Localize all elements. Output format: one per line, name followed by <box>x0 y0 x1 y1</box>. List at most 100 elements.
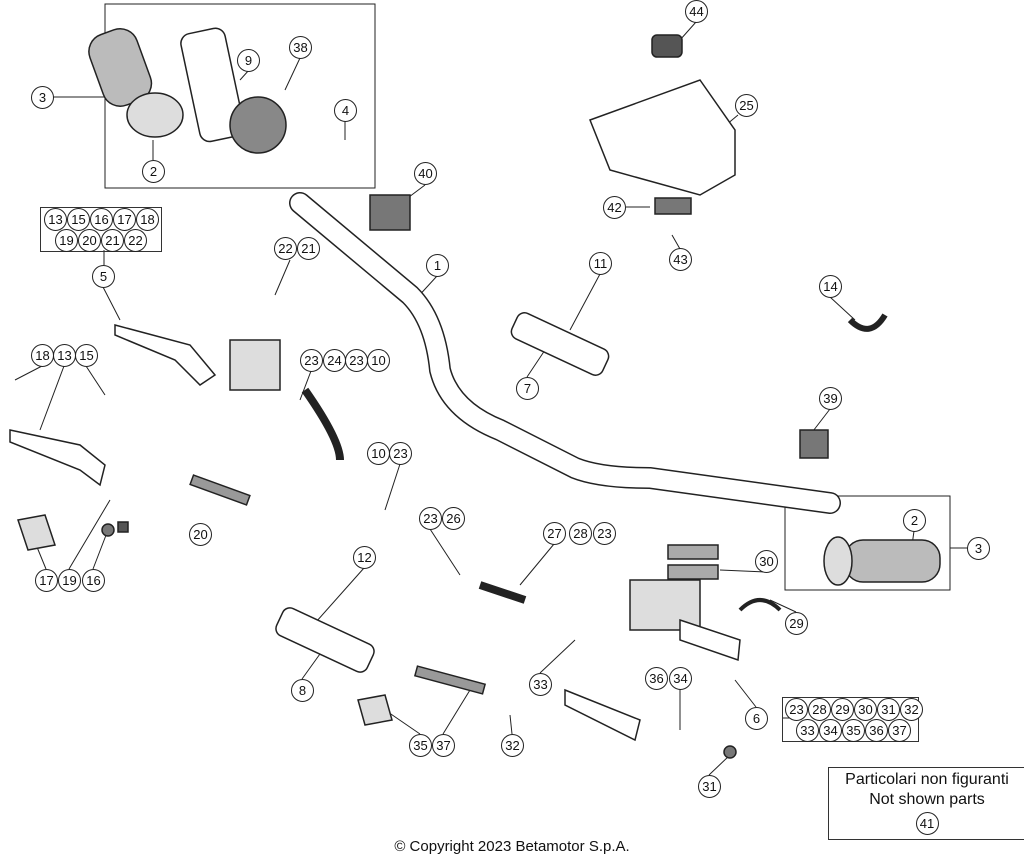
callout: 11 <box>589 252 612 275</box>
callout: 23 <box>300 349 323 372</box>
callout: 23 <box>419 507 442 530</box>
lever-clip <box>738 598 782 612</box>
cable-tie <box>847 313 888 332</box>
callout: 9 <box>237 49 260 72</box>
brake-pad <box>667 544 719 560</box>
callout: 27 <box>543 522 566 545</box>
note-english: Not shown parts <box>869 791 985 808</box>
kit-callout: 22 <box>124 229 147 252</box>
callout: 33 <box>529 673 552 696</box>
callout: 37 <box>432 734 455 757</box>
kit-callout: 31 <box>877 698 900 721</box>
callout: 32 <box>501 734 524 757</box>
callout: 21 <box>297 237 320 260</box>
kit-callout: 30 <box>854 698 877 721</box>
brake-hose <box>478 581 527 604</box>
callout: 35 <box>409 734 432 757</box>
spring-adjuster <box>413 665 487 695</box>
callout: 40 <box>414 162 437 185</box>
kit-callout: 13 <box>44 208 67 231</box>
brake-lever <box>679 618 741 662</box>
throttle-tube <box>180 27 245 143</box>
callout: 13 <box>53 344 76 367</box>
kit-callout: 36 <box>865 719 888 742</box>
lower-clamp <box>275 607 375 673</box>
pad-bracket <box>654 197 692 215</box>
kit-callout: 20 <box>78 229 101 252</box>
right-grip <box>844 539 941 583</box>
clutch-lever <box>114 324 217 386</box>
not-shown-parts-box: Particolari non figuranti Not shown part… <box>828 767 1024 840</box>
callout: 4 <box>334 99 357 122</box>
right-switch <box>799 429 829 459</box>
callout: 5 <box>92 265 115 288</box>
spare-lever <box>9 429 106 487</box>
callout: 1 <box>426 254 449 277</box>
callout: 38 <box>289 36 312 59</box>
callout: 20 <box>189 523 212 546</box>
kit-callout: 32 <box>900 698 923 721</box>
callout: 28 <box>569 522 592 545</box>
callout: 30 <box>755 550 778 573</box>
adjuster <box>189 474 251 506</box>
callout: 10 <box>367 442 390 465</box>
kit-callout: 29 <box>831 698 854 721</box>
callout: 29 <box>785 612 808 635</box>
lever-cap <box>17 514 56 551</box>
callout: 2 <box>142 160 165 183</box>
switch <box>369 194 411 231</box>
callout: 25 <box>735 94 758 117</box>
callout: 18 <box>31 344 54 367</box>
brake-master-cylinder <box>629 579 701 631</box>
callout: 39 <box>819 387 842 410</box>
callout: 24 <box>323 349 346 372</box>
callout: 44 <box>685 0 708 23</box>
callout: 15 <box>75 344 98 367</box>
callout: 12 <box>353 546 376 569</box>
callout: 6 <box>745 707 768 730</box>
kit-callout: 37 <box>888 719 911 742</box>
kit-callout: 28 <box>808 698 831 721</box>
upper-clamp <box>510 312 610 376</box>
handlebar <box>290 193 840 513</box>
callout: 23 <box>389 442 412 465</box>
callout: 31 <box>698 775 721 798</box>
callout: 8 <box>291 679 314 702</box>
kit-callout: 23 <box>785 698 808 721</box>
kit-callout: 16 <box>90 208 113 231</box>
handlebar-pad <box>589 79 736 196</box>
kit-callout: 15 <box>67 208 90 231</box>
callout-41: 41 <box>915 812 939 835</box>
pad-clip <box>651 34 683 58</box>
callout: 19 <box>58 569 81 592</box>
callout: 7 <box>516 377 539 400</box>
callout: 42 <box>603 196 626 219</box>
note-italian: Particolari non figuranti <box>845 771 1009 788</box>
lever-blade <box>564 688 641 742</box>
callout: 3 <box>31 86 54 109</box>
throttle-housing <box>229 96 287 154</box>
kit-callout: 19 <box>55 229 78 252</box>
callout: 16 <box>82 569 105 592</box>
callout: 2 <box>903 509 926 532</box>
copyright: © Copyright 2023 Betamotor S.p.A. <box>394 838 630 855</box>
callout: 3 <box>967 537 990 560</box>
callout: 23 <box>345 349 368 372</box>
right-grip-frame <box>784 495 951 591</box>
kit-callout: 33 <box>796 719 819 742</box>
callout: 43 <box>669 248 692 271</box>
callout: 23 <box>593 522 616 545</box>
clutch-master-cylinder <box>229 339 281 391</box>
callout: 10 <box>367 349 390 372</box>
callout: 22 <box>274 237 297 260</box>
kit-callout: 21 <box>101 229 124 252</box>
kit-callout: 35 <box>842 719 865 742</box>
callout: 26 <box>442 507 465 530</box>
callout: 17 <box>35 569 58 592</box>
clutch-hose <box>301 387 344 461</box>
callout: 36 <box>645 667 668 690</box>
